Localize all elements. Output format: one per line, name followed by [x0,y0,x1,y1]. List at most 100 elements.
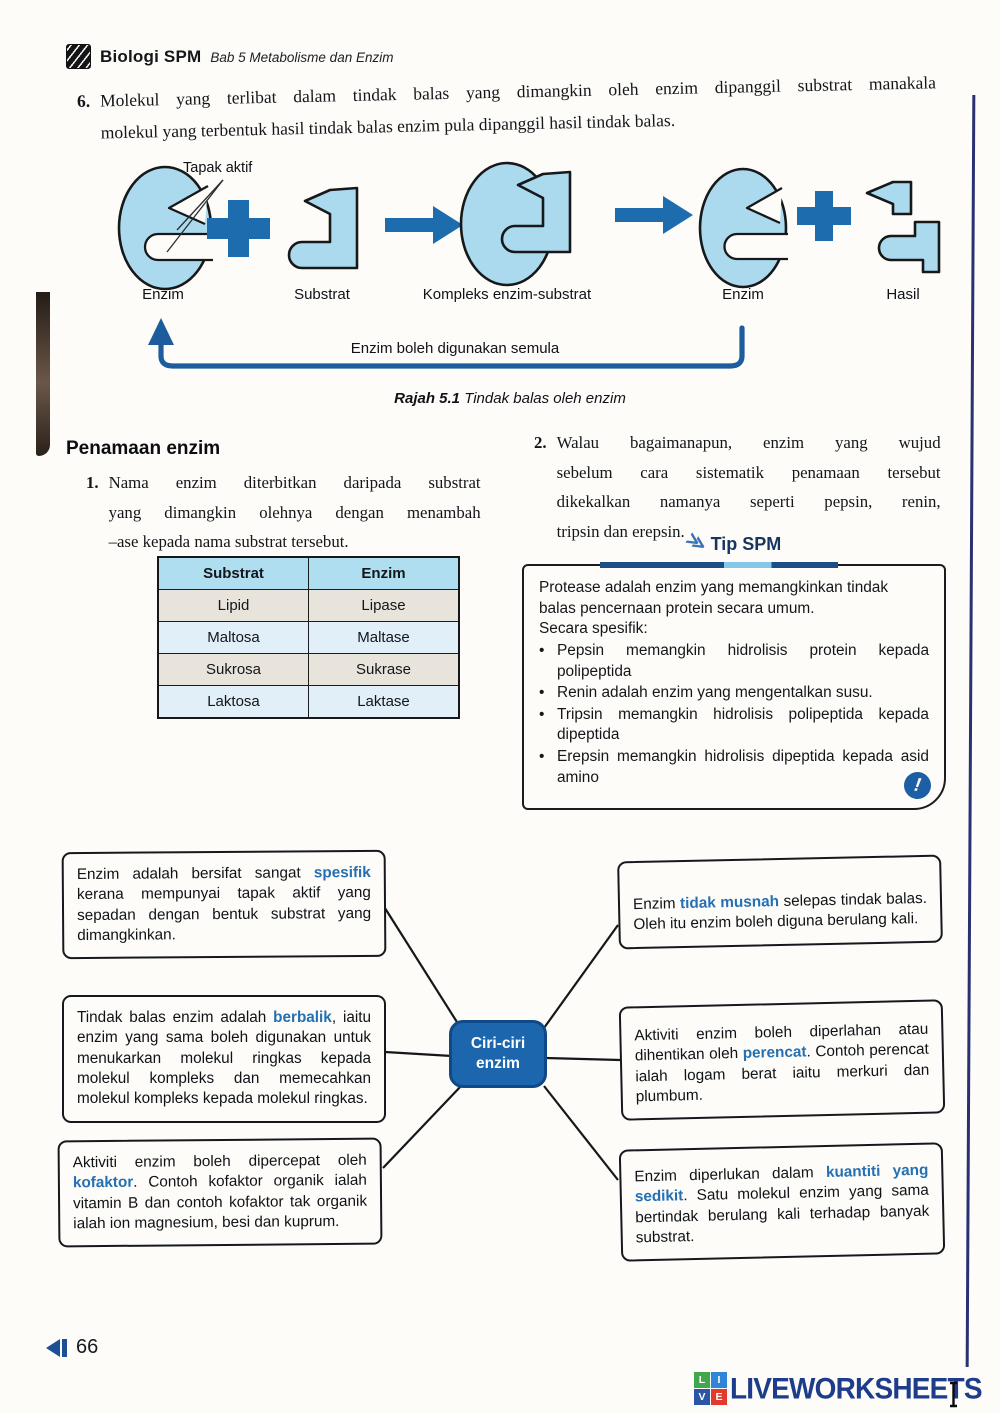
substrate-enzyme-table: Substrat Enzim Lipid Lipase Maltosa Malt… [157,556,460,719]
box-text: Tindak balas enzim adalah [77,1009,274,1026]
arrow-right-icon [385,206,463,244]
mindmap-center-node: Ciri-ciri enzim [449,1020,547,1088]
reuse-arrow [148,318,745,369]
box-text: Aktiviti enzim boleh dipercepat oleh [72,1151,367,1172]
mindmap-box-tidak-musnah: Enzim tidak musnah selepas tindak balas.… [617,854,943,950]
table-row: Sukrosa Sukrase [157,653,460,686]
item-1-number: 1. [86,473,99,492]
mindmap-box-kuantiti: Enzim diperlukan dalam kuantiti yang sed… [618,1142,946,1263]
item-1-line: Nama enzim diterbitkan daripada substrat [108,473,481,492]
tip-bullet: • Erepsin memangkin hidrolisis dipeptida… [539,747,929,788]
plus-icon [207,200,270,257]
logo-tile: E [711,1389,727,1405]
tip-intro: Protease adalah enzim yang memangkinkan … [539,579,889,617]
item-2-line: dikekalkan namanya seperti pepsin, renin… [556,492,941,512]
enzyme-shape-after [698,167,788,289]
item-2-line: tripsin dan erepsin. [556,521,685,541]
tip-box-accent-bar [600,562,838,568]
tip-bullet: • Tripsin memangkin hidrolisis polipepti… [539,705,929,746]
reuse-note: Enzim boleh digunakan semula [351,340,560,357]
mindmap-box-perencat: Aktiviti enzim boleh diperlahan atau dih… [618,999,946,1122]
substrate-shape [287,186,359,270]
table-cell: Lipase [308,589,460,622]
item-6-number: 6. [76,90,91,112]
product-shapes [865,180,941,274]
item-2-line: Walau bagaimanapun, enzim yang wujud [556,433,941,452]
tip-bullet-text: Renin adalah enzim yang mengentalkan sus… [557,684,873,702]
active-site-pointer [166,179,224,253]
figure-caption: Rajah 5.1 Tindak balas oleh enzim [300,390,720,407]
enzyme-reaction-diagram: Tapak aktif Enzim Substrat Kompleks enzi… [117,160,941,369]
table-header-enzim: Enzim [308,556,460,590]
liveworksheets-logo[interactable]: L I V E LIVEWORKSHEETS [694,1371,983,1405]
tip-title: Tip SPM [710,534,782,554]
enzyme-shape [117,165,213,291]
logo-tile: V [694,1389,710,1405]
figure-caption-text: Tindak balas oleh enzim [460,390,626,407]
box-text: Enzim adalah bersifat sangat [76,864,314,884]
item-2-number: 2. [534,433,547,452]
bullet-dot: • [539,641,545,659]
table-cell: Maltosa [157,621,309,654]
tip-spm-heading: ≫Tip SPM [522,529,944,557]
box-keyword: kofaktor [72,1174,134,1192]
book-title: Biologi SPM [100,46,202,66]
complex-label: Kompleks enzim-substrat [423,286,592,303]
bullet-dot: • [539,705,545,723]
enzyme2-label: Enzim [722,286,764,303]
logo-tile: I [711,1372,727,1388]
table-cell: Maltase [308,621,460,654]
mindmap-connectors [382,904,621,1181]
table-cell: Laktosa [157,685,309,719]
tip-spm-box: Protease adalah enzim yang memangkinkan … [522,562,946,810]
publisher-logo-icon [66,44,91,69]
arrow-right-icon [615,196,693,234]
tip-bullet: • Pepsin memangkin hidrolisis protein ke… [539,641,929,682]
center-node-line1: Ciri-ciri [470,1034,526,1052]
table-row: Laktosa Laktase [157,685,460,719]
table-row: Lipid Lipase [157,589,460,622]
mindmap-box-kofaktor: Aktiviti enzim boleh dipercepat oleh kof… [57,1137,383,1248]
box-text: Enzim [632,895,681,914]
section-heading: Penamaan enzim [66,438,221,459]
item-1-line: yang dimangkin olehnya dengan menambah [108,502,481,522]
tip-bullet-text: Tripsin memangkin hidrolisis polipeptida… [557,705,929,744]
item-2: 2. Walau bagaimanapun, enzim yang wujud … [534,428,946,546]
binding-mark [36,292,50,456]
box-keyword: tidak musnah [679,893,780,913]
box-text: , iaitu enzim yang sama boleh digunakan … [77,1009,372,1108]
box-text: Enzim diperlukan dalam [634,1163,827,1186]
tip-bullet-text: Pepsin memangkin hidrolisis protein kepa… [557,641,929,680]
liveworksheets-wordmark: LIVEWORKSHEETS [730,1371,983,1405]
prev-page-icon-bar [62,1338,67,1357]
plus-icon [797,191,851,241]
product-label: Hasil [886,286,919,303]
page-number: 66 [76,1336,99,1358]
substrate-label: Substrat [294,286,351,303]
table-row: Maltosa Maltase [157,621,460,654]
table-header-row: Substrat Enzim [157,556,460,590]
tip-bullet-text: Erepsin memangkin hidrolisis dipeptida k… [557,748,929,786]
table-cell: Lipid [157,589,309,622]
box-keyword: perencat [742,1043,807,1063]
box-keyword: spesifik [313,863,371,882]
page-header: Biologi SPM Bab 5 Metabolisme dan Enzim [66,44,393,69]
bullet-dot: • [539,748,545,766]
figure-caption-label: Rajah 5.1 [394,390,461,407]
item-2-line: sebelum cara sistematik penamaan tersebu… [556,462,941,482]
tip-subtitle: Secara spesifik: [539,620,648,638]
mindmap-box-berbalik: Tindak balas enzim adalah berbalik, iait… [62,995,386,1123]
enzyme-substrate-complex-shape [459,161,572,287]
prev-page-icon [46,1338,60,1357]
box-keyword: berbalik [273,1009,332,1026]
table-cell: Sukrosa [157,653,309,686]
page-navigation: 66 [46,1336,98,1359]
text-cursor-artifact [950,1381,957,1408]
table-cell: Laktase [308,685,460,719]
center-node-line2: enzim [476,1055,520,1072]
item-1-line: –ase kepada nama substrat tersebut. [108,532,349,552]
tip-bullet: • Renin adalah enzim yang mengentalkan s… [539,683,929,704]
box-text: kerana mempunyai tapak aktif yang sepada… [76,884,372,945]
item-6: 6. Molekul yang terlibat dalam tindak ba… [77,67,950,149]
table-header-substrat: Substrat [157,556,309,590]
